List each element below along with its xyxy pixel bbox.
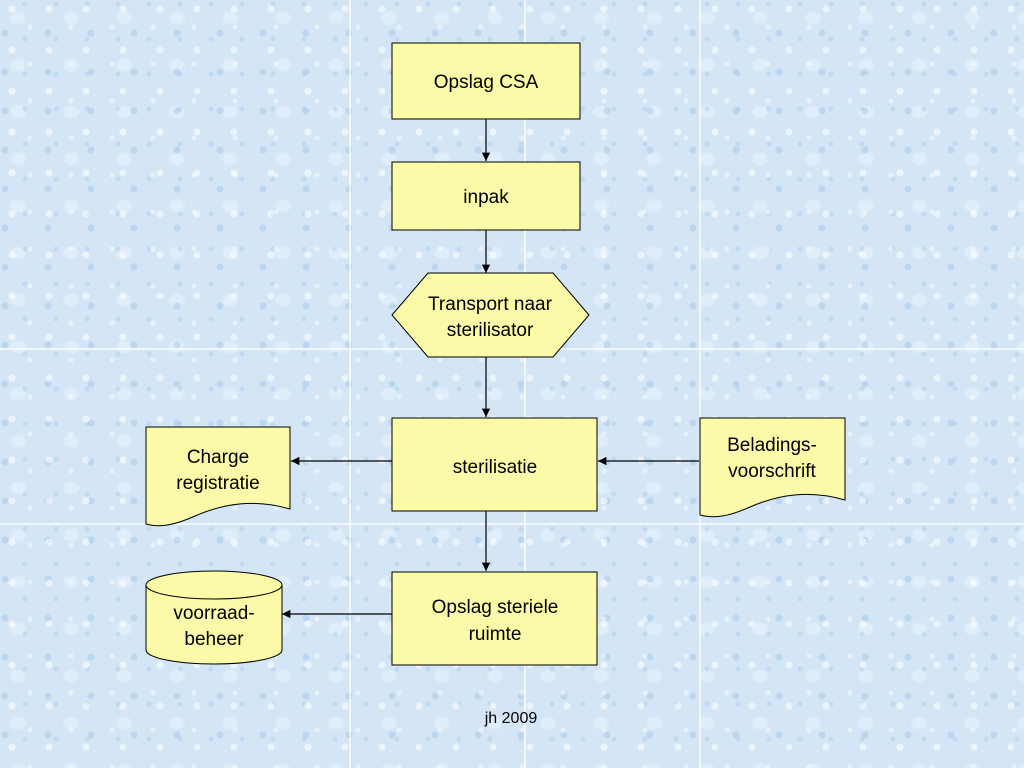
node-beladingsvoorschrift: Beladings- voorschrift xyxy=(699,417,846,518)
node-sterilisatie: sterilisatie xyxy=(391,417,598,512)
node-voorraadbeheer: voorraad- beheer xyxy=(145,570,283,665)
node-label: ruimte xyxy=(469,624,522,645)
node-charge-registratie: Charge registratie xyxy=(145,426,291,527)
node-label: Opslag CSA xyxy=(434,72,539,93)
node-label: registratie xyxy=(176,473,259,494)
node-label: beheer xyxy=(184,629,244,650)
node-label: sterilisatie xyxy=(453,457,537,478)
node-label: voorschrift xyxy=(728,461,816,482)
node-label: voorraad- xyxy=(173,603,254,624)
node-label: inpak xyxy=(463,187,509,208)
background-seam xyxy=(524,0,526,768)
background-seam xyxy=(699,0,701,768)
node-label: Transport naar xyxy=(428,294,553,315)
footer-credit: jh 2009 xyxy=(484,710,538,727)
node-label: Opslag steriele xyxy=(432,597,559,618)
process-box xyxy=(391,161,581,231)
node-inpak: inpak xyxy=(391,161,581,231)
background-seam xyxy=(0,523,1024,525)
document-shape xyxy=(699,417,846,518)
node-label: Charge xyxy=(187,447,249,468)
preparation-hexagon xyxy=(391,272,590,358)
process-box xyxy=(391,42,581,120)
process-box xyxy=(391,417,598,512)
background-seam xyxy=(349,0,351,768)
node-opslag-csa: Opslag CSA xyxy=(391,42,581,120)
connectors xyxy=(282,119,699,619)
node-opslag-steriele-ruimte: Opslag steriele ruimte xyxy=(391,571,598,666)
node-label: sterilisator xyxy=(447,320,534,341)
database-top xyxy=(145,570,283,600)
node-transport-naar-sterilisator: Transport naar sterilisator xyxy=(391,272,590,358)
document-shape xyxy=(145,426,291,527)
process-box xyxy=(391,571,598,666)
database-body xyxy=(145,585,283,665)
node-label: Beladings- xyxy=(727,435,817,456)
